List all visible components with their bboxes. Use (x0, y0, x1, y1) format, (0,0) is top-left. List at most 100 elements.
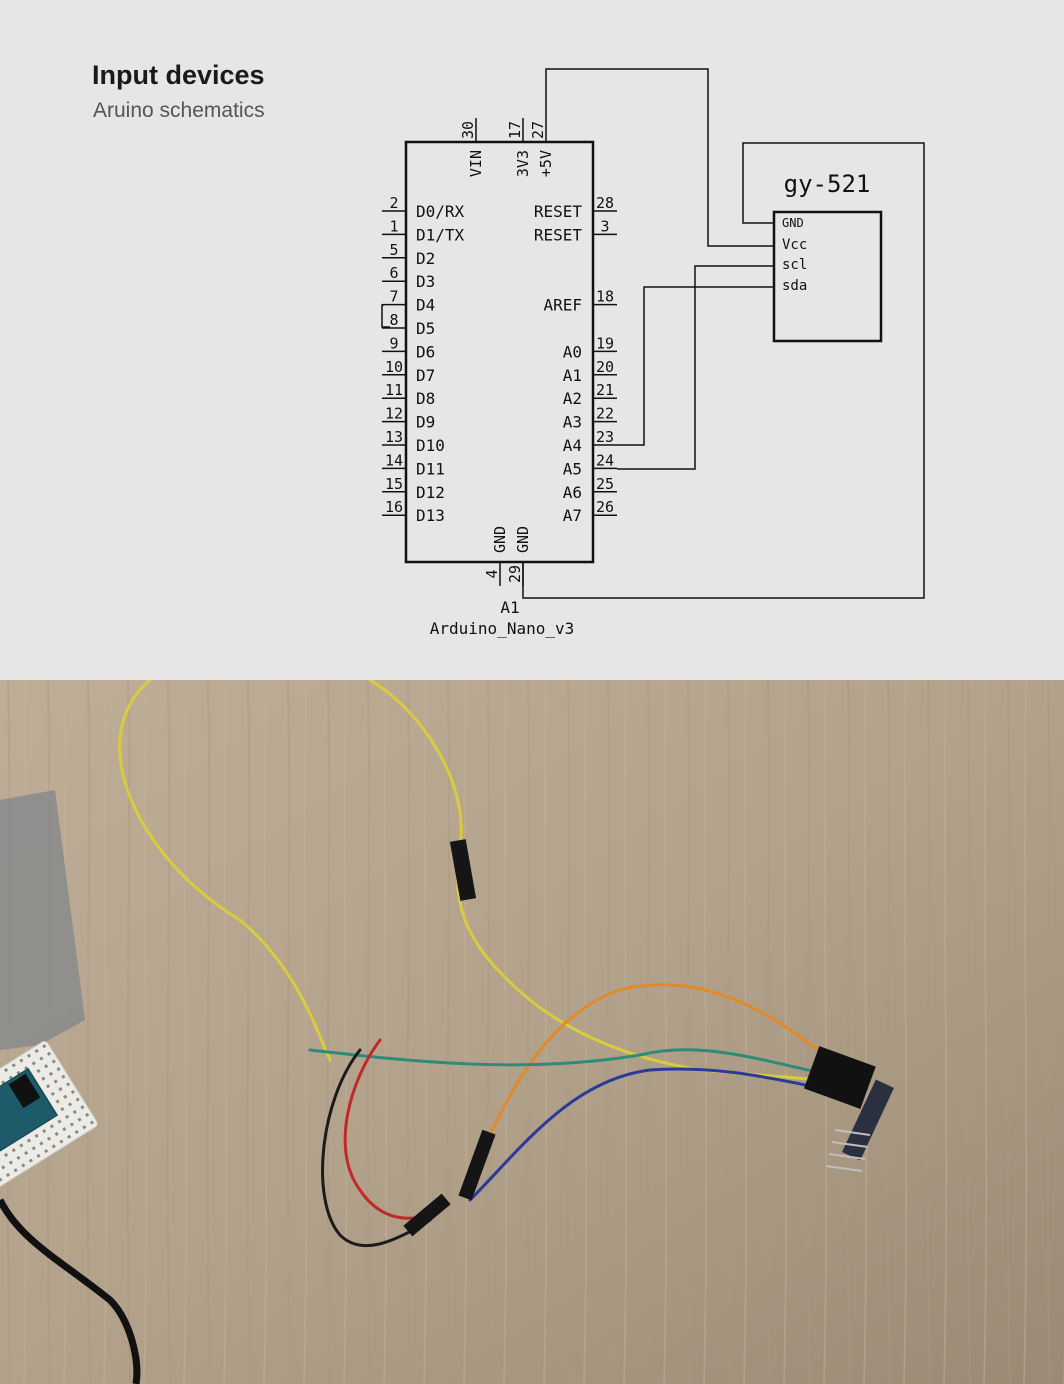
right-pin-label: RESET (534, 225, 583, 244)
left-pin-label: D13 (416, 506, 445, 525)
sensor-connector-block (803, 1046, 876, 1109)
left-pin-label: D8 (416, 389, 435, 408)
wire-d4-d5-link (381, 304, 390, 328)
right-pin-number: 23 (596, 428, 614, 446)
bottom-pin-number: 4 (483, 569, 501, 578)
wire-connector-mid (458, 1129, 496, 1201)
left-pin-label: D5 (416, 319, 435, 338)
antistatic-bag (0, 790, 85, 1050)
wood-grain (0, 680, 1064, 1384)
sensor-pin-label: GND (782, 216, 804, 230)
top-pin-number: 27 (529, 121, 547, 139)
gy-521-photo (803, 1046, 894, 1172)
left-pin-number: 8 (389, 311, 398, 329)
right-pin-number: 20 (596, 358, 614, 376)
bottom-pin-number: 29 (506, 565, 524, 583)
wire-a5-to-scl (617, 265, 774, 470)
gy-521-body (772, 210, 883, 343)
bottom-pin-label: GND (514, 526, 532, 553)
right-pin-number: 21 (596, 381, 614, 399)
right-pin-number: 25 (596, 475, 614, 493)
right-pin-number: 28 (596, 194, 614, 212)
red-wire (343, 1038, 442, 1220)
page-title: Input devices (92, 60, 265, 90)
breadboard (0, 1040, 98, 1244)
gy-521-title: gy-521 (784, 170, 871, 198)
cable-bottom-left (0, 1198, 141, 1384)
left-pin-number: 14 (385, 451, 403, 469)
wires-photo (118, 680, 832, 1248)
left-pin-label: D6 (416, 342, 435, 361)
wire-a4-to-sda (617, 286, 774, 446)
teal-wire (308, 1048, 832, 1077)
arduino-nano-board (0, 1067, 59, 1212)
sensor-pin-label: scl (782, 257, 807, 273)
left-pin-number: 15 (385, 475, 403, 493)
black-wire (321, 1048, 432, 1248)
top-pin-number: 17 (506, 121, 524, 139)
sensor-pin-label: sda (782, 278, 807, 294)
right-pin-number: 26 (596, 498, 614, 516)
photo-illustration (0, 680, 1064, 1384)
left-pin-label: D7 (416, 366, 435, 385)
bottom-pins: 4 GND 29 GND (483, 526, 532, 586)
right-pin-label: AREF (543, 296, 582, 315)
right-pin-label: RESET (534, 202, 583, 221)
left-pin-number: 9 (389, 334, 398, 352)
sensor-pin-label: Vcc (782, 237, 807, 253)
right-pin-label: A1 (563, 366, 582, 385)
left-pin-number: 12 (385, 405, 403, 423)
right-pins: 28RESET3RESET18AREF19A020A121A222A323A42… (534, 194, 617, 525)
bottom-pin-label: GND (491, 526, 509, 553)
wire-connector-low (403, 1193, 451, 1237)
left-pin-number: 11 (385, 381, 403, 399)
right-pin-label: A4 (563, 436, 582, 455)
left-pin-number: 7 (389, 288, 398, 306)
page-subtitle: Aruino schematics (93, 99, 265, 122)
sensor-header-pins (825, 1129, 871, 1172)
top-pin-label: VIN (467, 150, 485, 177)
left-pin-number: 13 (385, 428, 403, 446)
right-pin-number: 24 (596, 451, 614, 469)
left-pin-label: D0/RX (416, 202, 465, 221)
left-pin-label: D2 (416, 249, 435, 268)
yellow-wire-connector (449, 839, 477, 901)
left-pin-label: D10 (416, 436, 445, 455)
board-ref-label: A1 (500, 598, 519, 617)
right-pin-label: A2 (563, 389, 582, 408)
right-pin-label: A7 (563, 506, 582, 525)
left-pin-number: 5 (389, 241, 398, 259)
top-pin-number: 30 (459, 121, 477, 139)
blue-wire (468, 1067, 832, 1202)
sensor-board (842, 1079, 894, 1161)
left-pin-label: D11 (416, 459, 445, 478)
pin-header (8, 1073, 41, 1109)
left-pin-number: 1 (389, 217, 398, 235)
left-pin-label: D9 (416, 413, 435, 432)
wires (381, 68, 925, 599)
right-pin-label: A6 (563, 483, 582, 502)
orange-wire (488, 983, 832, 1137)
left-pin-label: D1/TX (416, 225, 465, 244)
right-pin-number: 19 (596, 334, 614, 352)
wire-5v-to-vcc (545, 68, 774, 247)
board-name-label: Arduino_Nano_v3 (430, 619, 575, 638)
left-pin-label: D3 (416, 272, 435, 291)
left-pin-number: 16 (385, 498, 403, 516)
right-pin-number: 18 (596, 288, 614, 306)
left-pin-number: 10 (385, 358, 403, 376)
yellow-wire (118, 680, 332, 1062)
right-pin-label: A3 (563, 413, 582, 432)
right-pin-number: 3 (600, 217, 609, 235)
left-pin-number: 2 (389, 194, 398, 212)
gy-521-module: gy-521 GND Vcc scl sda (772, 170, 883, 343)
right-pin-label: A5 (563, 459, 582, 478)
top-pin-label: 3V3 (514, 150, 532, 177)
circuit-photo (0, 680, 1064, 1384)
sensor-pins: GND Vcc scl sda (782, 216, 807, 294)
right-pin-label: A0 (563, 342, 582, 361)
wire-gnd-to-gnd (522, 142, 925, 599)
